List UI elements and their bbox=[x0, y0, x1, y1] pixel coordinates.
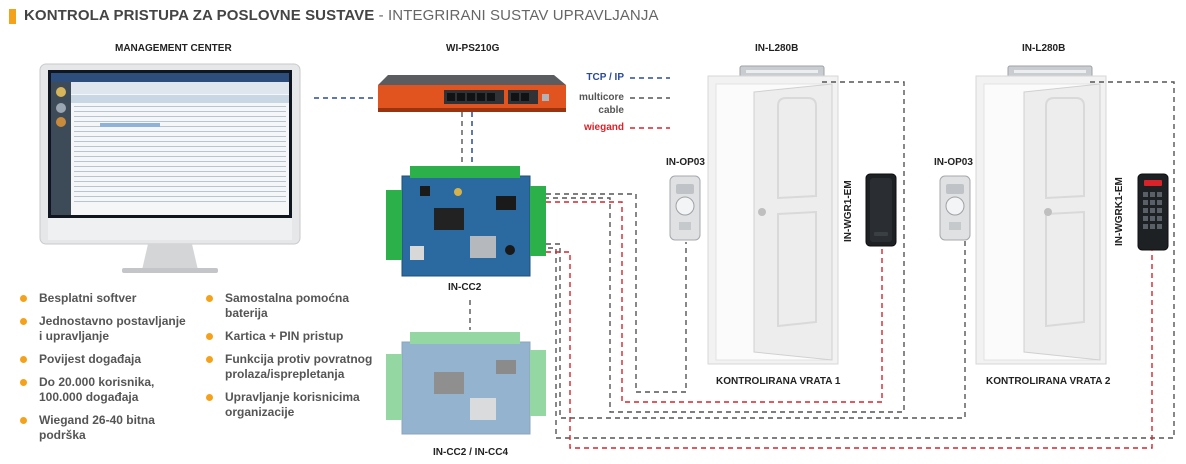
label-controller: IN-CC2 bbox=[448, 282, 482, 293]
title-accent-bar bbox=[9, 9, 16, 24]
bullet-icon bbox=[206, 333, 213, 340]
label-door-1: KONTROLIRANA VRATA 1 bbox=[716, 376, 841, 387]
feature-text: Kartica + PIN pristup bbox=[225, 329, 344, 343]
legend-multicore-label-1: multicore bbox=[578, 92, 624, 103]
label-button-1: IN-OP03 bbox=[666, 157, 705, 168]
feature-list-left: Besplatni softver Jednostavno postavljan… bbox=[20, 291, 186, 451]
controller-board-alt bbox=[386, 332, 546, 435]
label-controller-alt: IN-CC2 / IN-CC4 bbox=[433, 447, 509, 458]
feature-text-cont: i upravljanje bbox=[39, 329, 110, 343]
switch-illustration bbox=[378, 75, 566, 112]
feature-text: Funkcija protiv povratnog bbox=[225, 352, 373, 366]
list-item: Kartica + PIN pristup bbox=[206, 329, 372, 344]
door-1-illustration bbox=[707, 75, 839, 365]
feature-text: Povijest događaja bbox=[39, 352, 142, 366]
feature-text: Besplatni softver bbox=[39, 291, 137, 305]
list-item: Besplatni softver bbox=[20, 291, 186, 306]
bullet-icon bbox=[20, 295, 27, 302]
feature-text: Do 20.000 korisnika, bbox=[39, 375, 155, 389]
feature-text: Wiegand 26-40 bitna bbox=[39, 413, 155, 427]
page-title: KONTROLA PRISTUPA ZA POSLOVNE SUSTAVE - … bbox=[24, 7, 659, 24]
exit-button-2-illustration bbox=[939, 175, 971, 241]
label-lock-1: IN-L280B bbox=[755, 43, 799, 54]
bullet-icon bbox=[206, 356, 213, 363]
bullet-icon bbox=[206, 394, 213, 401]
controller-board bbox=[386, 166, 546, 277]
list-item: Povijest događaja bbox=[20, 352, 186, 367]
reader-1-illustration bbox=[865, 173, 897, 247]
feature-text-cont: podrška bbox=[39, 428, 86, 442]
monitor-illustration bbox=[39, 63, 301, 273]
label-lock-2: IN-L280B bbox=[1022, 43, 1066, 54]
legend-tcp-label: TCP / IP bbox=[586, 72, 624, 83]
feature-text: Upravljanje korisnicima bbox=[225, 390, 360, 404]
label-reader-2: IN-WGRK1-EM bbox=[1114, 177, 1125, 246]
exit-button-1-illustration bbox=[669, 175, 701, 241]
feature-text-cont: 100.000 događaja bbox=[39, 390, 139, 404]
label-button-2: IN-OP03 bbox=[934, 157, 973, 168]
reader-2-illustration bbox=[1137, 173, 1169, 251]
bullet-icon bbox=[20, 356, 27, 363]
software-table-rows bbox=[74, 106, 286, 202]
list-item: Do 20.000 korisnika,100.000 događaja bbox=[20, 375, 186, 405]
bullet-icon bbox=[206, 295, 213, 302]
label-management-center: MANAGEMENT CENTER bbox=[115, 43, 232, 54]
multicore-connections bbox=[461, 81, 1175, 439]
bullet-icon bbox=[20, 379, 27, 386]
label-door-2: KONTROLIRANA VRATA 2 bbox=[986, 376, 1111, 387]
feature-text: Jednostavno postavljanje bbox=[39, 314, 186, 328]
door-2-illustration bbox=[975, 75, 1107, 365]
legend-wiegand-label: wiegand bbox=[583, 122, 624, 133]
label-switch: WI-PS210G bbox=[446, 43, 500, 54]
bullet-icon bbox=[20, 318, 27, 325]
tcp-ip-connections bbox=[314, 77, 670, 166]
feature-text-cont: baterija bbox=[225, 306, 268, 320]
feature-text-cont: prolaza/isprepletanja bbox=[225, 367, 345, 381]
feature-text-cont: organizacije bbox=[225, 405, 295, 419]
title-subtitle: - INTEGRIRANI SUSTAV UPRAVLJANJA bbox=[374, 7, 659, 24]
wiegand-connections bbox=[546, 127, 1153, 449]
title-bold: KONTROLA PRISTUPA ZA POSLOVNE SUSTAVE bbox=[24, 7, 375, 24]
legend-multicore-label-2: cable bbox=[598, 105, 624, 116]
feature-text: Samostalna pomoćna bbox=[225, 291, 350, 305]
bullet-icon bbox=[20, 417, 27, 424]
label-reader-1: IN-WGR1-EM bbox=[843, 180, 854, 242]
